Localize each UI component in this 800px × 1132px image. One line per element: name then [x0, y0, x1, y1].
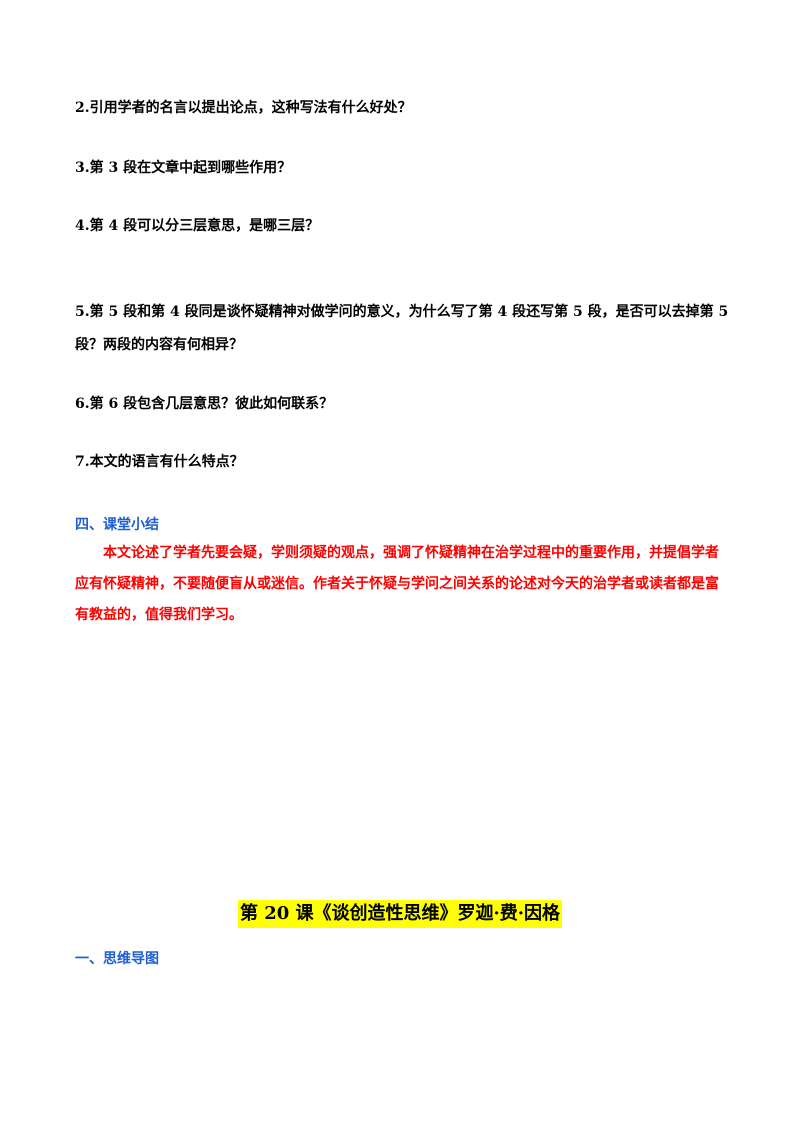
question-2: 2.引用学者的名言以提出论点，这种写法有什么好处？ [75, 100, 412, 116]
lesson-title: 第 20 课《谈创造性思维》罗迦·费·因格 [237, 900, 563, 928]
mind-map-heading: 一、思维导图 [75, 951, 159, 967]
question-3: 3.第 3 段在文章中起到哪些作用？ [75, 160, 292, 176]
summary-heading: 四、课堂小结 [75, 517, 159, 533]
question-4: 4.第 4 段可以分三层意思，是哪三层？ [75, 218, 320, 234]
lesson-title-row: 第 20 课《谈创造性思维》罗迦·费·因格 [0, 900, 800, 928]
question-6: 6.第 6 段包含几层意思？彼此如何联系？ [75, 396, 334, 412]
question-7: 7.本文的语言有什么特点？ [75, 454, 244, 470]
question-5: 5.第 5 段和第 4 段同是谈怀疑精神对做学问的意义，为什么写了第 4 段还写… [75, 304, 729, 353]
summary-text: 本文论述了学者先要会疑，学则须疑的观点，强调了怀疑精神在治学过程中的重要作用，并… [75, 545, 719, 623]
